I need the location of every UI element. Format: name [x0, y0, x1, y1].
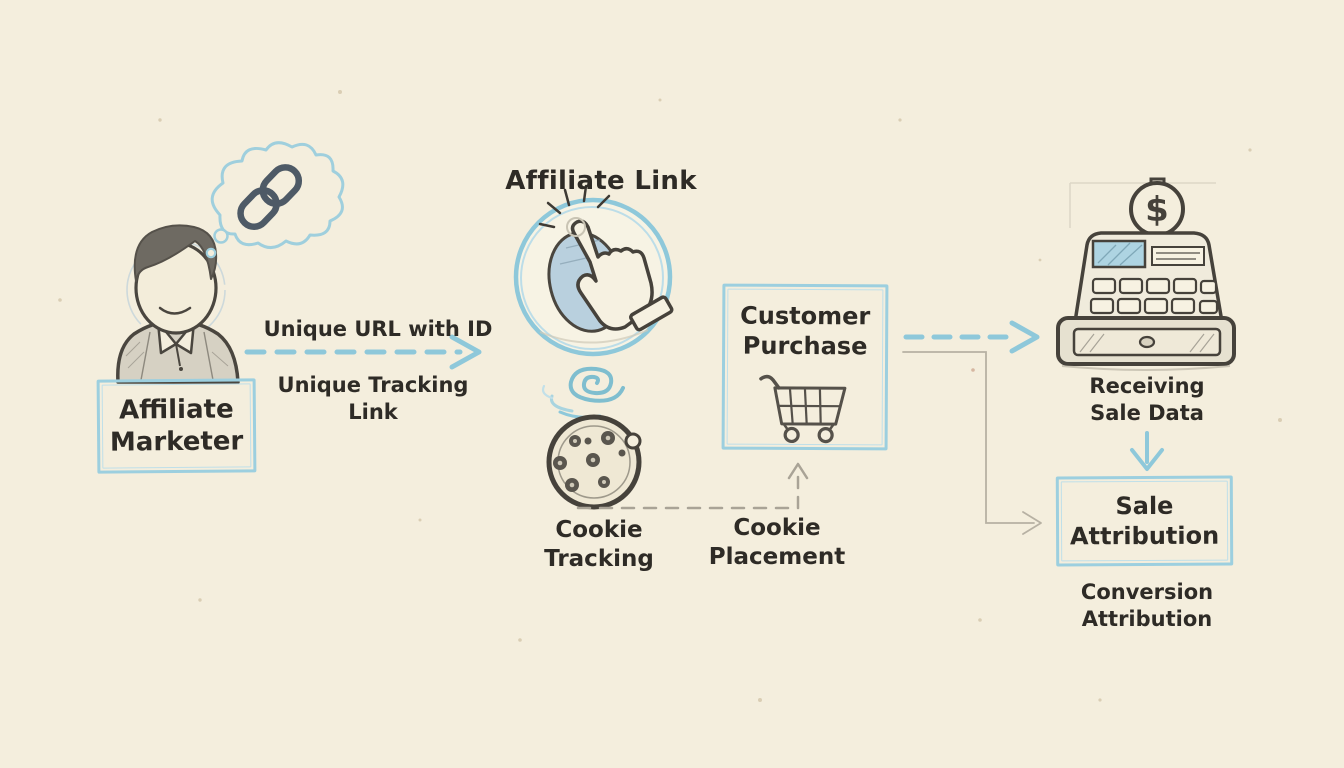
node-label: Customer Purchase [725, 301, 885, 362]
label-line: Link [348, 400, 398, 424]
dollar-glyph: $ [1145, 190, 1169, 230]
node-label-line: Marketer [109, 426, 244, 458]
node-label-line: Customer [740, 301, 871, 331]
node-customer-purchase: Customer Purchase [721, 283, 889, 451]
node-label-line: Attribution [1069, 521, 1220, 551]
cookie-tracking-label: Cookie Tracking [544, 516, 654, 574]
cash-register-icon: $ [1056, 177, 1236, 371]
label-line: Cookie [555, 517, 643, 543]
arrow-purchase-register [903, 320, 1040, 354]
construction-lines [1069, 182, 1216, 228]
arrow-receiving-attribution [1130, 431, 1164, 471]
connector-purchase-attribution [902, 351, 1042, 535]
person-icon [116, 224, 240, 384]
node-label-line: Purchase [742, 331, 868, 361]
receiving-sale-data-label: Receiving Sale Data [1089, 373, 1204, 427]
unique-tracking-label: Unique Tracking Link [278, 372, 469, 426]
label-line: Placement [708, 544, 846, 570]
unique-url-label: Unique URL with ID [263, 317, 493, 341]
affiliate-link-title: Affiliate Link [505, 166, 697, 196]
label-line: Conversion [1080, 580, 1214, 604]
cookie-placement-label: Cookie Placement [709, 514, 845, 572]
node-label: Sale Attribution [1059, 491, 1230, 552]
label-line: Sale Data [1090, 401, 1204, 425]
label-line: Tracking [544, 546, 654, 572]
arrow-unique-url [244, 334, 482, 370]
label-line: Unique Tracking [277, 373, 469, 397]
arrow-cookie-placement [576, 462, 809, 510]
spiral-icon [541, 366, 625, 419]
node-label-line: Affiliate [118, 394, 234, 426]
node-affiliate-marketer: Affiliate Marketer [96, 378, 257, 474]
cart-icon [755, 367, 855, 450]
cookie-icon [546, 414, 642, 510]
chain-link-icon [237, 164, 303, 231]
label-line: Cookie [733, 515, 821, 541]
conversion-attribution-label: Conversion Attribution [1081, 579, 1213, 633]
label-line: Receiving [1089, 374, 1205, 398]
node-label: Affiliate Marketer [100, 393, 254, 458]
click-icon [513, 184, 674, 357]
label-line: Attribution [1081, 607, 1213, 631]
node-sale-attribution: Sale Attribution [1055, 475, 1234, 567]
node-label-line: Sale [1115, 491, 1174, 521]
